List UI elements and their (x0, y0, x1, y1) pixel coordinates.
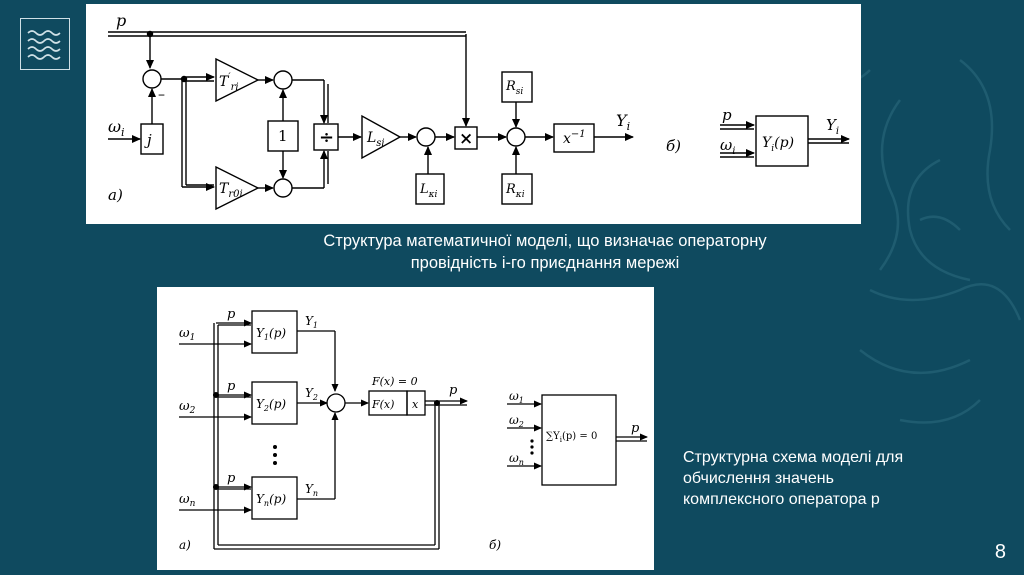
R-block-label: Rsi (505, 79, 523, 97)
inverse-block-label: x−1 (563, 129, 586, 147)
b-omega-n-label: ωn (509, 451, 524, 467)
divide-block-label: ÷ (319, 127, 334, 148)
one-block-label: 1 (278, 127, 288, 145)
b-p-output-label: p (631, 421, 640, 436)
label-a: а) (108, 186, 123, 204)
label-b: б) (666, 137, 681, 155)
label-b-bottom: б) (489, 538, 501, 552)
tri-upper-label: T′ri (219, 72, 239, 93)
omega-1-label: ω1 (179, 326, 195, 343)
Y-output-label: Yi (616, 111, 630, 133)
tri-lower-label: Tr0i (219, 181, 243, 200)
j-block-label: j (144, 131, 152, 149)
page-number: 8 (994, 541, 1006, 563)
caption-top-line2: провідність і-го приєднання мережі (410, 254, 680, 272)
minus-sign: – (158, 87, 165, 103)
b-omega-label: ωi (720, 136, 735, 157)
logo-icon (20, 18, 70, 70)
p-output-label: p (449, 383, 458, 398)
p-input-label: p (116, 11, 126, 30)
top-diagram-panel: p ωi j – T′ri Tr0i 1 ÷ Lsi Lκi × Rsi Rκi… (86, 4, 861, 224)
operator-admittance-diagram: p ωi j – T′ri Tr0i 1 ÷ Lsi Lκi × Rsi Rκi… (108, 11, 850, 211)
F-top-label: F(x) = 0 (371, 375, 418, 388)
F-block-label: F(x) (371, 398, 394, 411)
Y2-out-label: Y2 (305, 386, 318, 402)
L-gain-label: Lsi (366, 130, 385, 149)
Lk-block-label: Lκi (419, 182, 438, 200)
Y2-block-label: Y2(p) (256, 397, 286, 413)
b-p-label: p (722, 106, 732, 124)
omega-n-label: ωn (179, 492, 196, 509)
omega-input-label: ωi (108, 117, 125, 139)
operator-computation-diagram: p ω1 Y1(p) Y1 p ω2 Y2(p) Y2 p ωn Yn(p) Y… (179, 307, 648, 552)
caption-bottom: Структурна схема моделі для обчислення з… (683, 449, 904, 508)
watermark-lion-icon (819, 59, 1022, 424)
p-label-n: p (227, 471, 236, 486)
Rk-block-label: Rκi (505, 182, 525, 200)
Yn-out-label: Yn (305, 482, 318, 498)
Y1-out-label: Y1 (305, 314, 318, 330)
bottom-diagram-panel: p ω1 Y1(p) Y1 p ω2 Y2(p) Y2 p ωn Yn(p) Y… (157, 287, 654, 570)
p-label-1: p (227, 307, 236, 322)
multiply-block-label: × (459, 129, 473, 149)
b-Y-output-label: Yi (826, 116, 839, 137)
caption-top-line1: Структура математичної моделі, що визнач… (323, 232, 767, 250)
b-omega-2-label: ω2 (509, 413, 524, 429)
x-block-label: x (412, 398, 419, 411)
Yn-block-label: Yn(p) (256, 492, 286, 508)
omega-2-label: ω2 (179, 399, 196, 416)
b-omega-1-label: ω1 (509, 389, 524, 405)
label-a-bottom: а) (179, 538, 191, 552)
Yi-block-label: Yi(p) (762, 135, 794, 154)
p-label-2: p (227, 379, 236, 394)
Y1-block-label: Y1(p) (256, 326, 286, 342)
sum-block-label: ∑Yi(p) = 0 (546, 431, 597, 444)
caption-top: Структура математичної моделі, що визнач… (200, 230, 890, 274)
